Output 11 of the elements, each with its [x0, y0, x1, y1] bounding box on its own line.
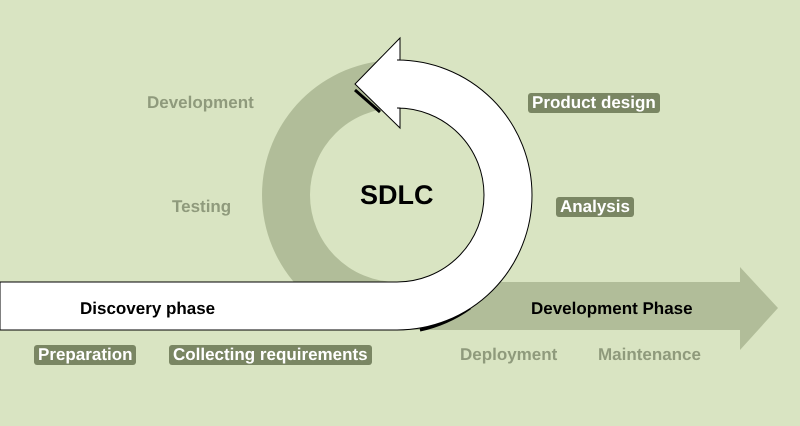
stage-label: Product design: [528, 93, 660, 113]
stage-label: Development: [147, 93, 254, 113]
phase-label: Development Phase: [531, 299, 693, 319]
stage-label: Deployment: [460, 345, 558, 365]
stage-label: Collecting requirements: [169, 345, 372, 365]
stage-label: Analysis: [556, 197, 634, 217]
stage-label: Maintenance: [598, 345, 701, 365]
center-title: SDLC: [360, 180, 434, 210]
stage-label: Testing: [172, 197, 232, 217]
phase-label: Discovery phase: [80, 299, 216, 319]
stage-label: Preparation: [34, 345, 136, 365]
